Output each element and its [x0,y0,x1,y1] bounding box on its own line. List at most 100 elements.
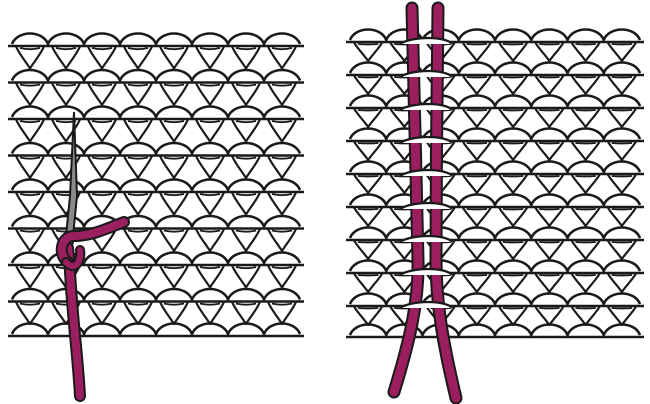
stitch-loop [272,194,292,195]
loop-edge [350,228,640,239]
stitch-loop [200,85,220,86]
stitch-leg [572,142,600,160]
stitch-loop [272,304,292,305]
loop-edge [12,253,300,264]
stitch-leg [354,76,382,94]
knit-row [8,253,304,288]
stitch-leg [608,142,636,160]
stitch-leg [160,84,187,106]
stitch-leg [463,43,491,61]
stitch-leg [536,274,564,292]
stitch-loop [128,121,148,122]
loop-edge [12,34,300,45]
stitch-leg [499,274,527,292]
stitch-leg [463,109,491,127]
stitch-loop [272,231,292,232]
stitch-loop [20,231,40,232]
stitch-leg [536,175,564,193]
stitch-loop [92,121,112,122]
stitch-leg [572,76,600,94]
loop-edge [12,289,300,300]
stitch-leg [608,175,636,193]
stitch-loop [92,194,112,195]
stitch-leg [196,303,223,325]
stitch-leg [536,241,564,259]
loop-edge [350,195,640,206]
loop-edge [12,143,300,154]
stitch-loop [236,231,256,232]
stitch-leg [572,43,600,61]
right-woven-yarn-strands [394,8,456,398]
stitch-over-strand [400,302,452,308]
bottom-edge [12,324,300,335]
stitch-leg [572,241,600,259]
stitch-loop [164,194,184,195]
stitch-loop [20,267,40,268]
stitch-leg [268,230,295,252]
stitch-loop [56,48,76,49]
stitch-loop [128,85,148,86]
stitch-leg [16,193,43,215]
stitch-leg [572,109,600,127]
stitch-leg [52,84,79,106]
knit-row [346,261,644,293]
stitch-loop [236,267,256,268]
loop-edge [350,129,640,140]
stitch-loop [200,121,220,122]
stitch-over-strand [400,104,452,110]
loop-edge [350,96,640,107]
stitch-leg [354,43,382,61]
stitch-leg [88,303,115,325]
stitch-loop [200,267,220,268]
stitch-leg [16,47,43,69]
stitch-leg [608,208,636,226]
stitch-loop [164,158,184,159]
knit-row [346,63,644,95]
stitch-leg [196,230,223,252]
stitch-leg [88,157,115,179]
stitch-loop [200,304,220,305]
stitch-leg [499,76,527,94]
stitch-leg [572,274,600,292]
left-knit-swatch [8,34,304,337]
stitch-leg [463,175,491,193]
stitch-leg [232,230,259,252]
stitch-leg [268,84,295,106]
knit-row [346,294,644,326]
stitch-leg [16,84,43,106]
knit-row [8,143,304,178]
stitch-leg [499,109,527,127]
knit-row [8,216,304,251]
stitch-loop [164,48,184,49]
knit-row [346,228,644,260]
stitch-loop [272,48,292,49]
bottom-edge [350,325,640,336]
stitch-leg [499,208,527,226]
stitch-loop [164,85,184,86]
stitch-over-strand [400,203,452,209]
stitch-leg [160,47,187,69]
stitch-loop [20,304,40,305]
stitch-loop [20,85,40,86]
loop-edge [12,70,300,81]
stitch-leg [572,175,600,193]
stitch-leg [88,84,115,106]
knit-row [346,129,644,161]
stitch-leg [499,142,527,160]
stitch-loop [164,231,184,232]
stitch-loop [236,194,256,195]
stitch-leg [499,307,527,325]
stitch-leg [16,230,43,252]
stitch-leg [16,120,43,142]
stitch-leg [268,266,295,288]
stitch-leg [536,76,564,94]
stitch-leg [268,47,295,69]
stitch-over-strand [400,236,452,242]
stitch-loop [128,194,148,195]
stitch-leg [463,241,491,259]
stitch-loop [200,194,220,195]
stitch-over-strand [400,137,452,143]
stitch-leg [463,208,491,226]
